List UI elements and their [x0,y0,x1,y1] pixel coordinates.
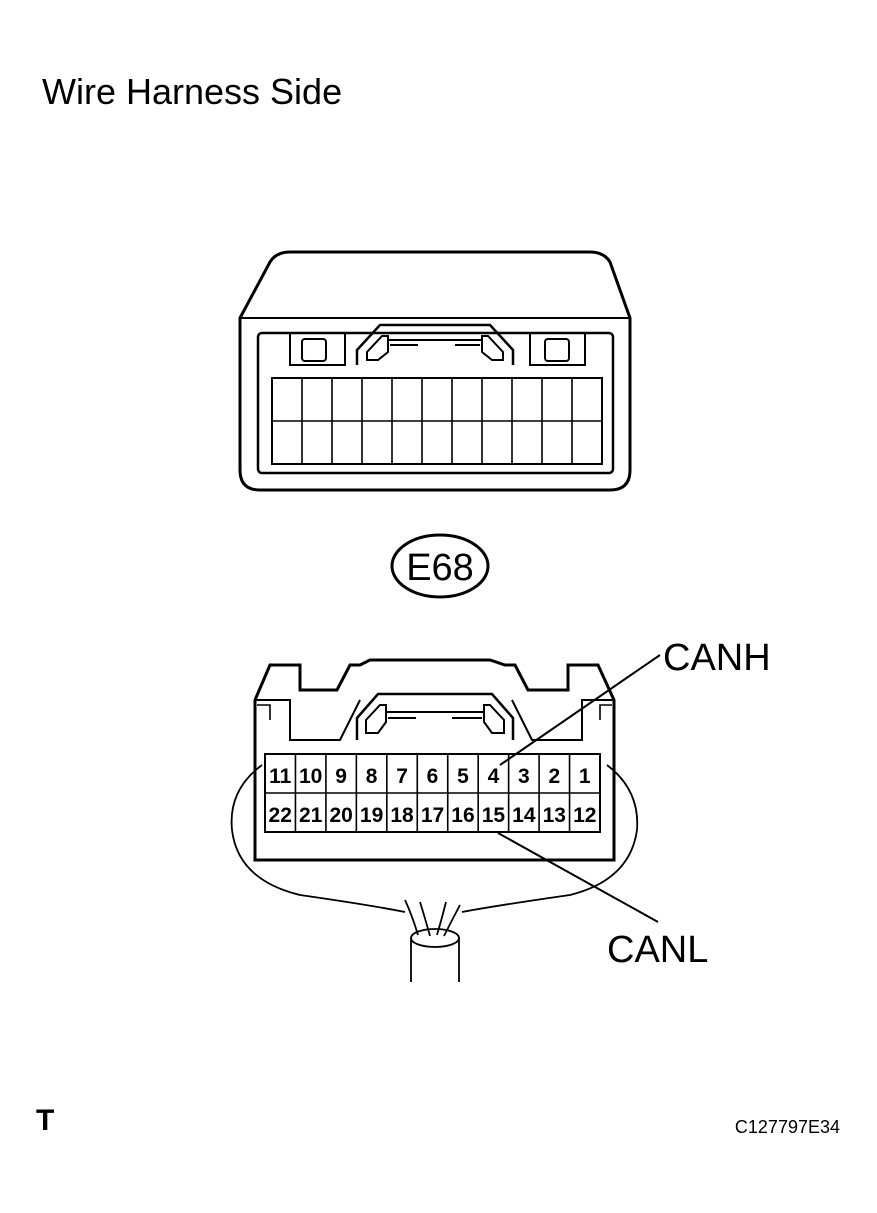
connector-front-view [238,250,632,492]
pin-number-top: 9 [335,765,347,788]
pin-labels-bottom-row: 22 21 20 19 18 17 16 15 14 13 12 [269,804,597,827]
pin-number-top: 5 [457,765,469,788]
pin-number-bottom: 16 [451,804,474,827]
figure-code: C127797E34 [735,1117,840,1137]
connector-code-badge: E68 [390,533,490,599]
lock-latch [355,323,515,365]
signal-callouts: CANH CANL [497,637,771,971]
pin-number-bottom: 13 [543,804,566,827]
pin-number-bottom: 12 [573,804,596,827]
wire-strands [404,899,461,937]
pin-number-bottom: 19 [360,804,383,827]
signal-label-canl: CANL [607,929,708,971]
connector-code: E68 [406,547,474,589]
pin-number-top: 2 [548,765,560,788]
canl-leader-line [497,832,659,923]
pin-number-top: 8 [366,765,378,788]
wire-loop-left [230,764,406,913]
page-title: Wire Harness Side [42,71,342,112]
pin-number-bottom: 17 [421,804,444,827]
wire-bundle [410,938,460,982]
corner-mark: T [36,1104,54,1137]
pin-number-bottom: 22 [269,804,292,827]
pin-number-bottom: 15 [482,804,506,827]
pin-number-top: 6 [427,765,439,788]
pin-number-top: 1 [579,765,591,788]
key-slot-right [544,338,570,362]
signal-label-canh: CANH [663,637,771,679]
harness-lock-latch [355,692,515,740]
pin-number-top: 11 [269,765,292,788]
canh-leader-line [499,654,661,766]
pin-number-bottom: 21 [299,804,323,827]
pin-number-top: 3 [518,765,530,788]
pin-number-top: 7 [396,765,408,788]
pin-number-top: 10 [299,765,322,788]
pin-number-bottom: 14 [512,804,536,827]
wire-loop-right [461,764,639,913]
pin-number-bottom: 18 [390,804,414,827]
connector-face [256,331,615,475]
pin-number-top: 4 [488,765,500,788]
harness-housing [253,658,616,862]
pin-number-bottom: 20 [329,804,352,827]
connector-harness-view [230,658,639,982]
key-slot-left [301,338,327,362]
wire-bundle-end [410,928,460,948]
